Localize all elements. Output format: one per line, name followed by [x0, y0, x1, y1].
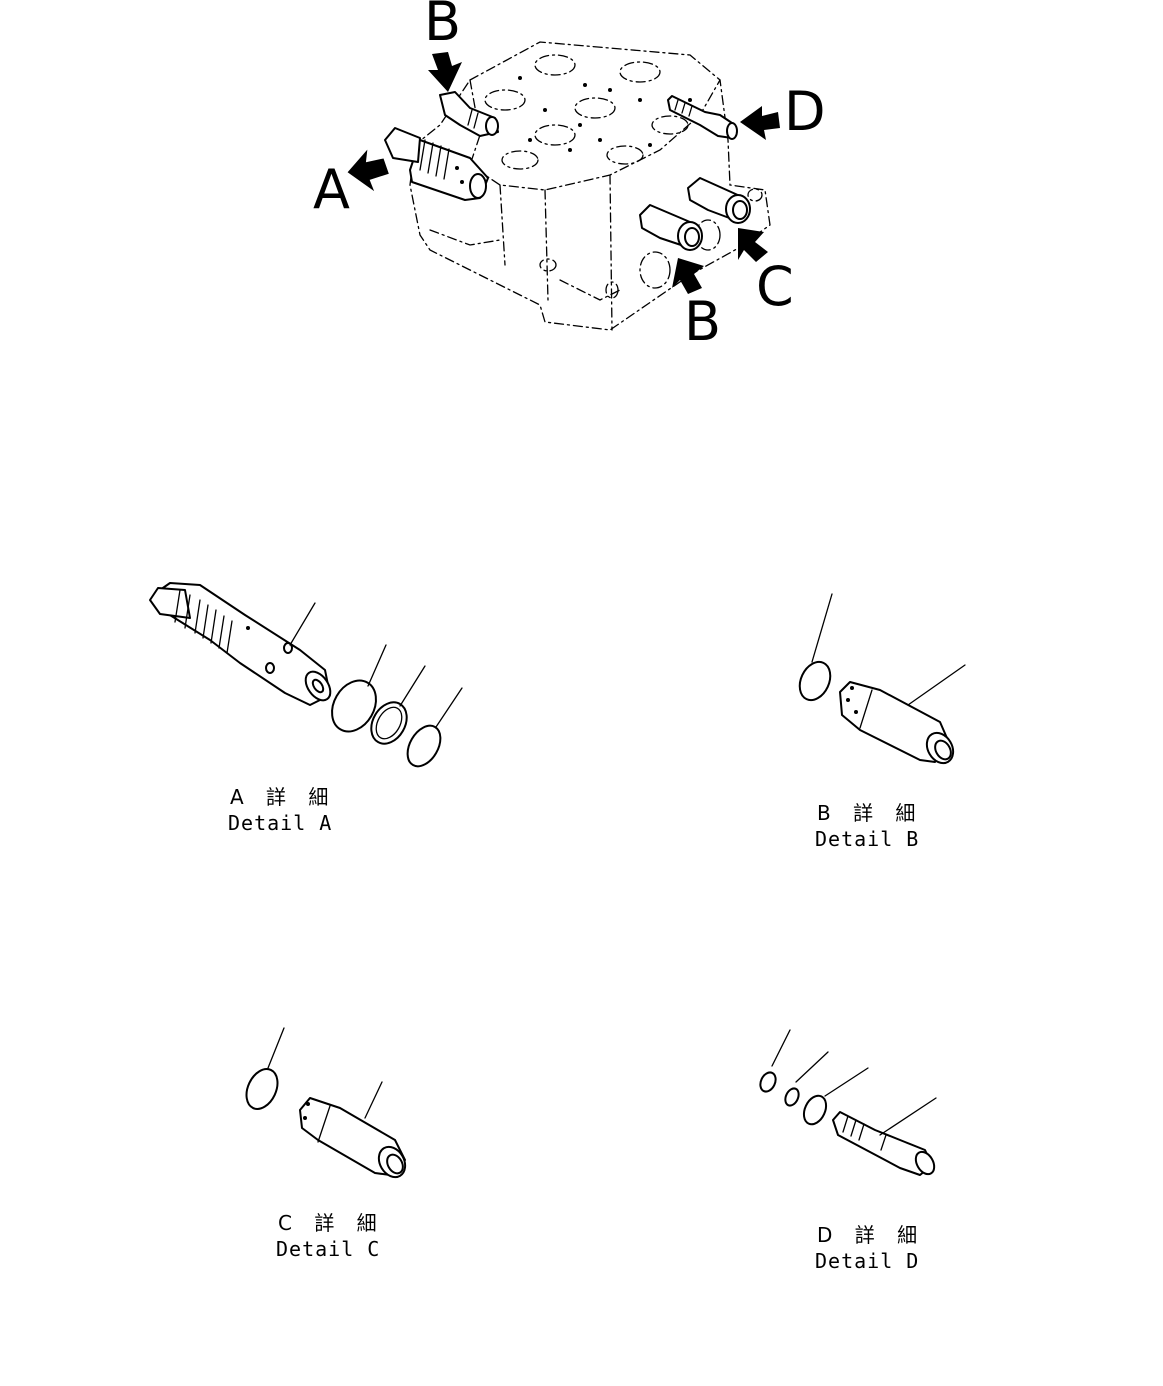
- valve-a-assembly: [384, 127, 489, 201]
- callout-letter-c: C: [756, 255, 794, 318]
- detail-c-label-en: Detail C: [276, 1237, 380, 1261]
- callout-letter-b-top: B: [424, 0, 461, 53]
- callout-arrows: [347, 52, 780, 294]
- arrow-a: [347, 149, 389, 192]
- detail-a-drawing: [149, 582, 463, 768]
- detail-b-label-en: Detail B: [815, 827, 919, 851]
- detail-c-drawing: [245, 1027, 407, 1179]
- valve-b-right-assembly: [639, 204, 703, 251]
- arrow-b-top: [428, 52, 462, 92]
- valve-c-assembly: [687, 177, 751, 224]
- callout-letters: A B B C D: [313, 0, 826, 353]
- valve-body-outline: [409, 41, 771, 331]
- callout-letter-a: A: [313, 158, 350, 221]
- detail-b-label-jp: B 詳 細: [817, 801, 923, 825]
- detail-d-drawing: [759, 1029, 937, 1176]
- detail-c-label-jp: C 詳 細: [278, 1211, 385, 1235]
- callout-letter-d: D: [784, 80, 826, 143]
- arrow-c: [738, 228, 768, 262]
- detail-a-label-jp: A 詳 細: [230, 785, 336, 809]
- detail-b-drawing: [798, 593, 966, 765]
- callout-letter-b-right: B: [684, 290, 721, 353]
- valve-b-top-assembly: [439, 91, 499, 137]
- arrow-b-right: [672, 258, 704, 294]
- detail-a-label-en: Detail A: [228, 811, 332, 835]
- detail-d-label-en: Detail D: [815, 1249, 919, 1273]
- arrow-d: [740, 106, 780, 140]
- detail-d-label-jp: D 詳 細: [817, 1223, 925, 1247]
- valve-d-assembly: [667, 95, 738, 140]
